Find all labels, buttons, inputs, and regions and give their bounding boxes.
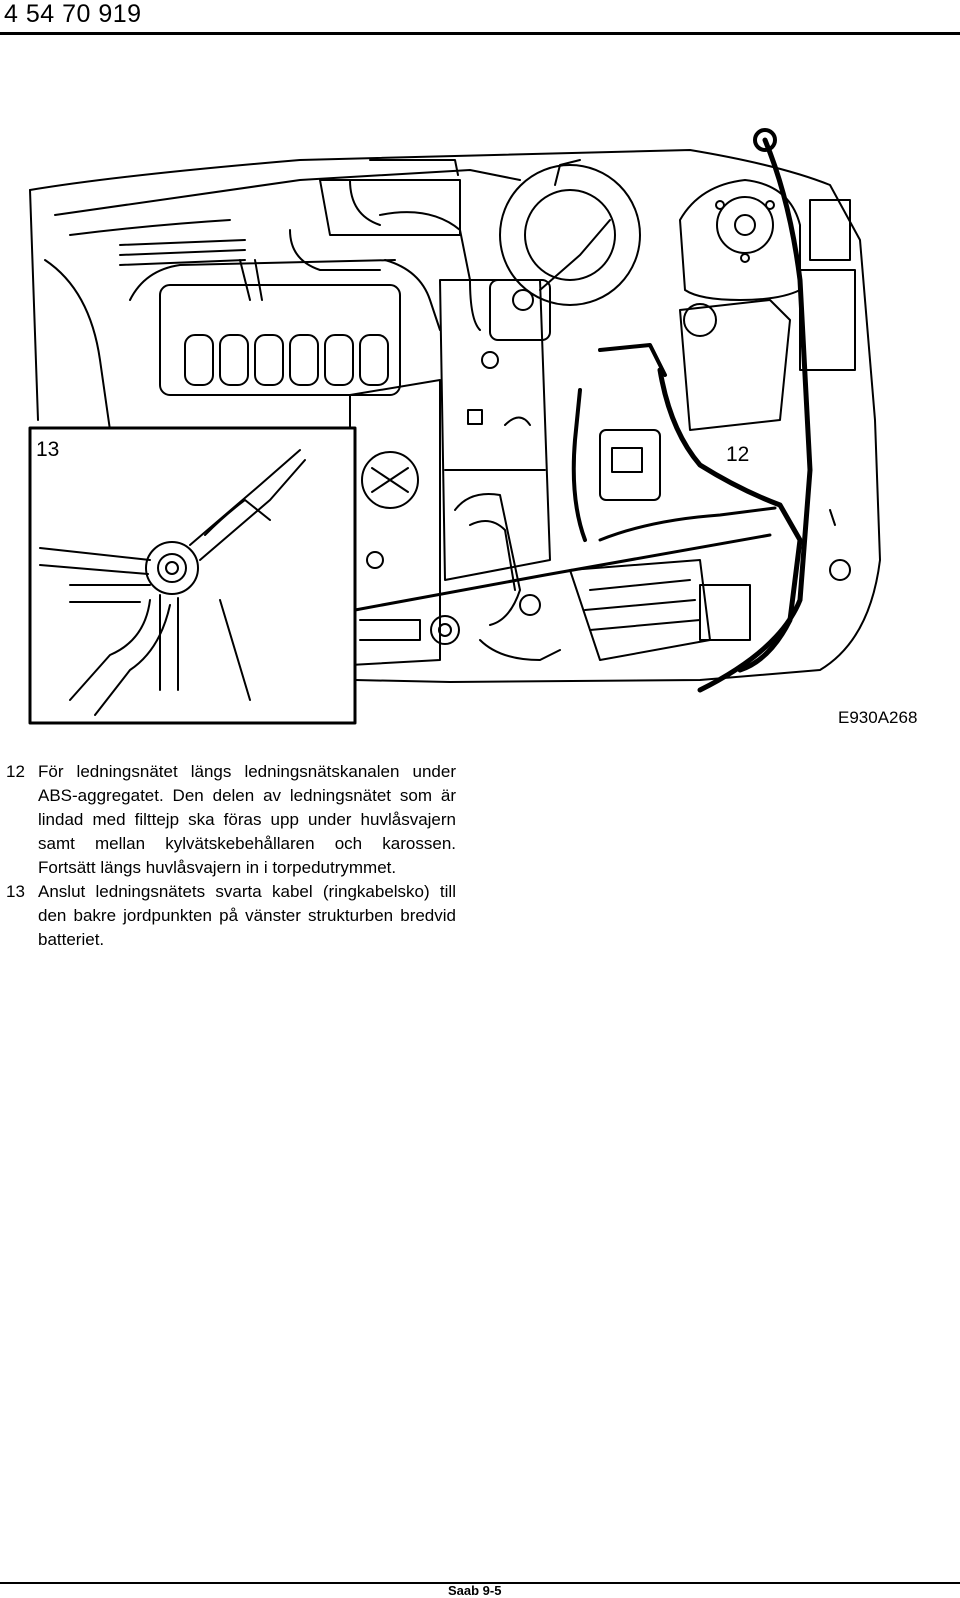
step-12: 12 För ledningsnätet längs ledningsnätsk… bbox=[6, 760, 456, 880]
callout-12: 12 bbox=[726, 443, 749, 466]
page-number: 4 54 70 919 bbox=[4, 0, 142, 28]
abs-unit bbox=[599, 429, 661, 501]
oil-filler-cap bbox=[361, 451, 419, 509]
wiring-harness bbox=[657, 367, 803, 673]
footer-rule bbox=[0, 1582, 960, 1584]
figure-code: E930A268 bbox=[838, 708, 918, 727]
valve-cover bbox=[349, 379, 441, 666]
strut-tower bbox=[679, 179, 801, 301]
inset-ground-point bbox=[39, 449, 306, 716]
engine-bay-illustration: 13 12 bbox=[28, 128, 881, 725]
intake-manifold bbox=[159, 284, 401, 396]
step-number: 13 bbox=[6, 882, 25, 901]
coolant-reservoir bbox=[679, 299, 791, 431]
page-header: 4 54 70 919 bbox=[0, 0, 960, 36]
inset-frame bbox=[28, 426, 357, 725]
step-number: 12 bbox=[6, 762, 25, 781]
header-rule bbox=[0, 32, 960, 35]
inset-pointer bbox=[353, 533, 772, 612]
step-text: Anslut ledningsnätets svarta kabel (ring… bbox=[38, 882, 456, 949]
footer-label: Saab 9-5 bbox=[448, 1583, 502, 1598]
brake-booster bbox=[499, 164, 641, 306]
instruction-steps: 12 För ledningsnätet längs ledningsnätsk… bbox=[6, 760, 456, 952]
bay-outline bbox=[29, 149, 881, 683]
step-13: 13 Anslut ledningsnätets svarta kabel (r… bbox=[6, 880, 456, 952]
callout-13: 13 bbox=[36, 438, 59, 461]
step-text: För ledningsnätet längs ledningsnätskana… bbox=[38, 762, 456, 877]
hood-release-cable bbox=[697, 137, 813, 693]
